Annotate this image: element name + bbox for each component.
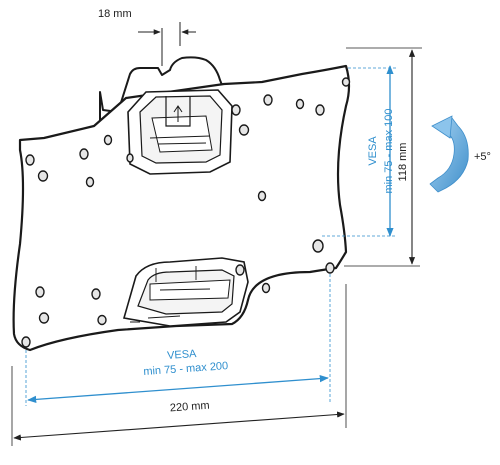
tilt-indicator: +5° [429, 115, 491, 193]
vesa-vertical-title: VESA [367, 136, 379, 166]
tilt-angle-label: +5° [474, 151, 491, 163]
width-dimension: 220 mm [11, 284, 347, 446]
vesa-horizontal-range: min 75 - max 200 [143, 360, 229, 378]
height-dimension: 118 mm [344, 47, 422, 267]
offset-dimension: 18 mm [98, 8, 196, 66]
vesa-horizontal-dimension: VESA min 75 - max 200 [25, 274, 331, 406]
height-dimension-label: 118 mm [397, 143, 409, 182]
tilt-arrow-icon [429, 117, 469, 193]
width-dimension-label: 220 mm [170, 400, 210, 415]
vesa-horizontal-title: VESA [167, 348, 198, 362]
mount-plate [12, 64, 351, 352]
offset-dimension-label: 18 mm [98, 8, 132, 20]
vesa-vertical-range: min 75 - max 100 [383, 109, 395, 194]
vesa-vertical-dimension: VESA min 75 - max 100 [322, 65, 396, 237]
